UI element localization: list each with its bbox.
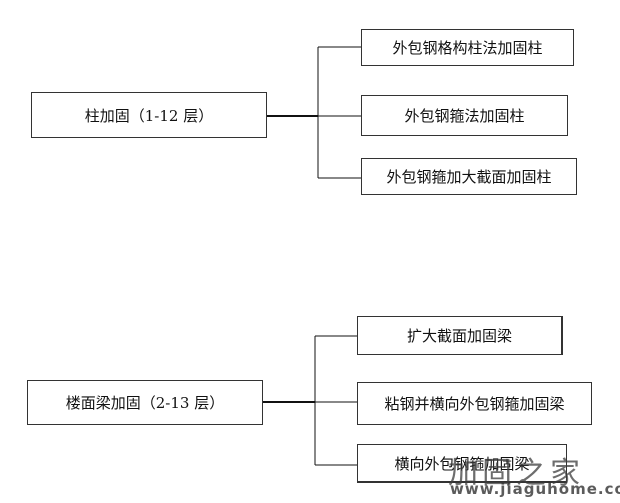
child-node-beams-1-label: 扩大截面加固梁 <box>406 327 512 345</box>
child-node-columns-2: 外包钢箍法加固柱 <box>361 95 568 136</box>
child-node-beams-3: 横向外包钢箍加固梁 <box>357 444 567 483</box>
watermark: 加固之家 www.jiaguhome.com <box>448 448 620 503</box>
child-node-beams-2: 粘钢并横向外包钢箍加固梁 <box>357 382 592 425</box>
root-node-columns-label: 柱加固（1-12 层） <box>84 106 214 125</box>
child-node-columns-1-label: 外包钢格构柱法加固柱 <box>392 39 543 57</box>
watermark-title: 加固之家 <box>448 456 584 491</box>
root-node-beams: 楼面梁加固（2-13 层） <box>27 380 263 425</box>
root-node-columns: 柱加固（1-12 层） <box>31 92 267 138</box>
child-node-beams-1: 扩大截面加固梁 <box>357 316 563 355</box>
child-node-beams-3-label: 横向外包钢箍加固梁 <box>394 454 530 473</box>
child-node-columns-3: 外包钢箍加大截面加固柱 <box>361 158 577 195</box>
child-node-columns-3-label: 外包钢箍加大截面加固柱 <box>386 168 552 186</box>
watermark-url: www.jiaguhome.com <box>450 480 620 498</box>
child-node-beams-2-label: 粘钢并横向外包钢箍加固梁 <box>384 395 565 413</box>
child-node-columns-1: 外包钢格构柱法加固柱 <box>361 29 574 66</box>
root-node-beams-label: 楼面梁加固（2-13 层） <box>65 394 225 412</box>
child-node-columns-2-label: 外包钢箍法加固柱 <box>404 107 525 125</box>
